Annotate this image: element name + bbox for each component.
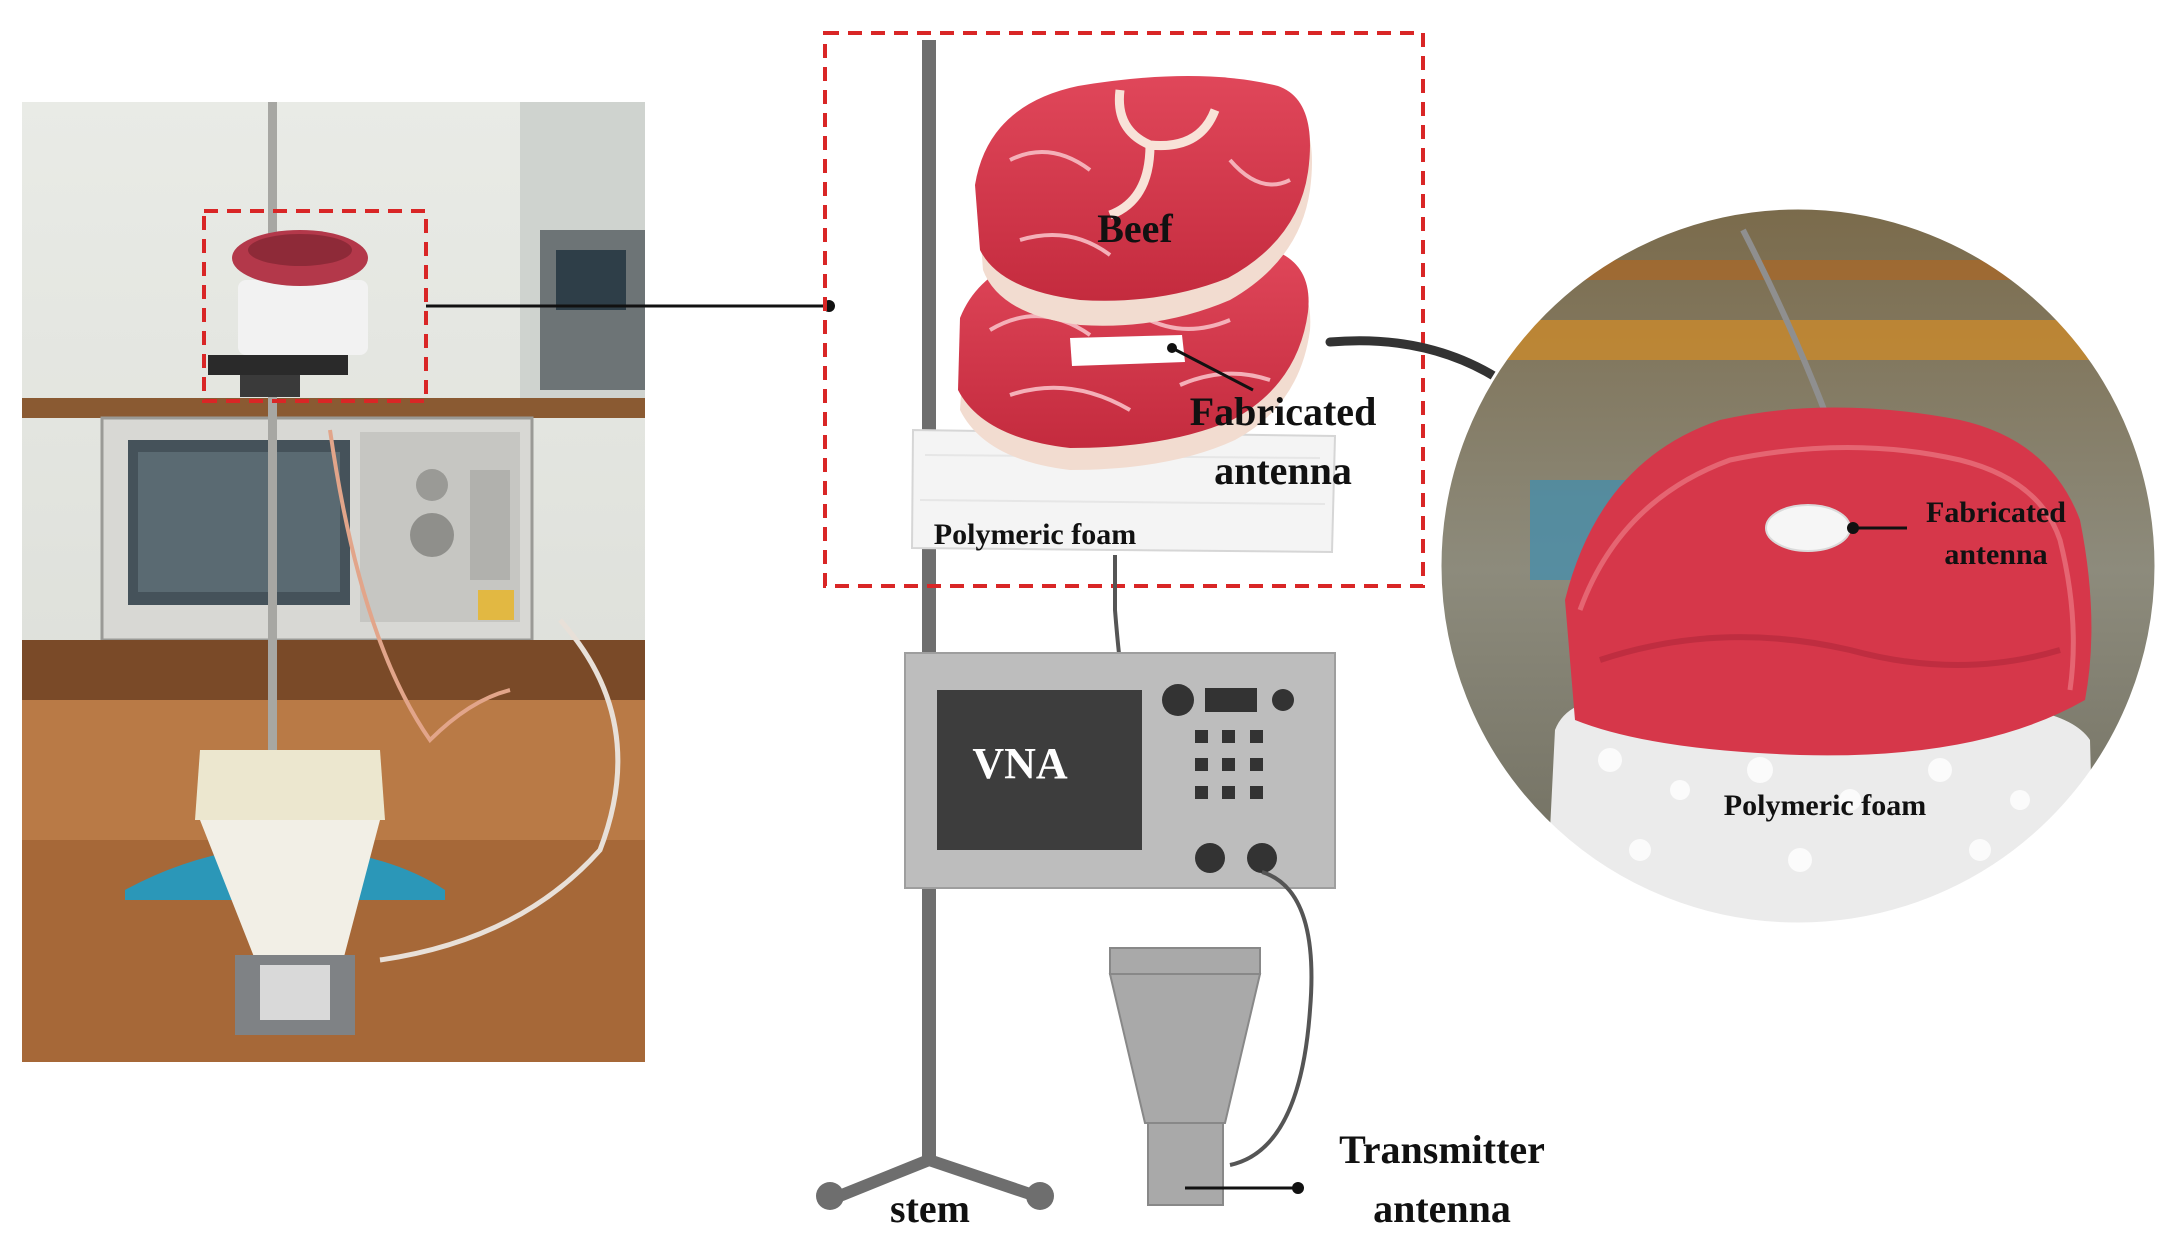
antenna-leader-dot bbox=[1167, 343, 1177, 353]
stem-label: stem bbox=[890, 1186, 970, 1231]
upper-beef-steak bbox=[975, 76, 1312, 326]
beef-label: Beef bbox=[1097, 206, 1173, 251]
transmitter-horn-antenna bbox=[1108, 947, 1262, 1206]
lab-setup-photo bbox=[22, 102, 645, 1062]
transmitter-leader-dot bbox=[1292, 1182, 1304, 1194]
polymeric-foam-label: Polymeric foam bbox=[934, 518, 1136, 551]
transmitter-label-line1: Transmitter bbox=[1339, 1127, 1545, 1172]
antenna-leader-line bbox=[1171, 346, 1254, 392]
schematic-antenna-patch bbox=[1070, 335, 1185, 366]
polymeric-foam-block bbox=[910, 428, 1337, 554]
inset-border bbox=[1438, 206, 2158, 926]
stem-pole bbox=[922, 40, 936, 1160]
fabricated-antenna-label-line2: antenna bbox=[1214, 448, 1352, 493]
vna-label: VNA bbox=[972, 739, 1068, 788]
vna-schematic bbox=[904, 652, 1336, 889]
schematic-highlight-box bbox=[823, 31, 1425, 588]
beef-closeup-photo bbox=[1440, 208, 2156, 924]
transmitter-label-line2: antenna bbox=[1373, 1186, 1511, 1231]
inset-polymeric-foam-label: Polymeric foam bbox=[1724, 789, 1926, 822]
stem-base bbox=[816, 1154, 1054, 1210]
fabricated-antenna-label-line1: Fabricated bbox=[1190, 389, 1377, 434]
inset-antenna-dot bbox=[1847, 522, 1859, 534]
inset-fabricated-label-line1: Fabricated bbox=[1926, 496, 2066, 529]
cable-vna-to-transmitter bbox=[1229, 870, 1314, 1167]
inset-fabricated-label-line2: antenna bbox=[1944, 538, 2047, 571]
